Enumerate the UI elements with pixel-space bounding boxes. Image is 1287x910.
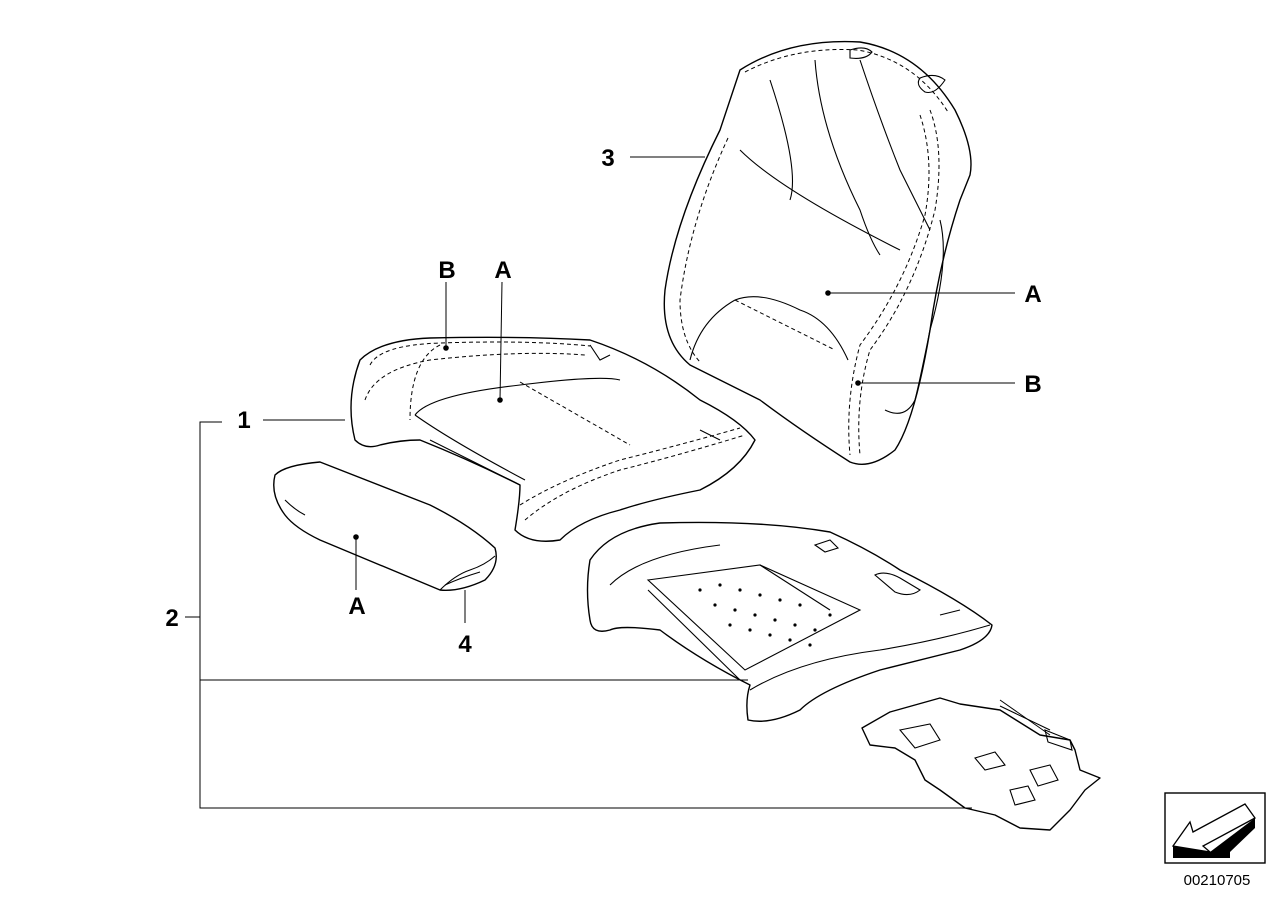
marker-seat-a: A [494,257,511,284]
callout-2: 2 [165,605,178,632]
thigh-support-cover[interactable] [273,461,497,591]
arrow-icon [1171,803,1256,854]
frame-perforations [698,583,832,647]
callout-4: 4 [458,631,472,658]
seat-cushion-cover[interactable] [350,336,756,542]
marker-dots [353,290,861,540]
callout-3: 3 [601,145,614,172]
marker-thigh-a: A [348,593,365,620]
leader-lines [185,156,1051,809]
marker-seat-b: B [438,257,455,284]
seat-insert-mat[interactable] [861,697,1101,831]
marker-back-b: B [1024,371,1041,398]
direction-arrow-box [1164,792,1266,864]
backrest-cover[interactable] [663,40,972,465]
callout-1: 1 [237,407,250,434]
marker-back-a: A [1024,281,1041,308]
seat-base-frame[interactable] [586,521,993,722]
reference-number: 00210705 [1184,872,1251,889]
